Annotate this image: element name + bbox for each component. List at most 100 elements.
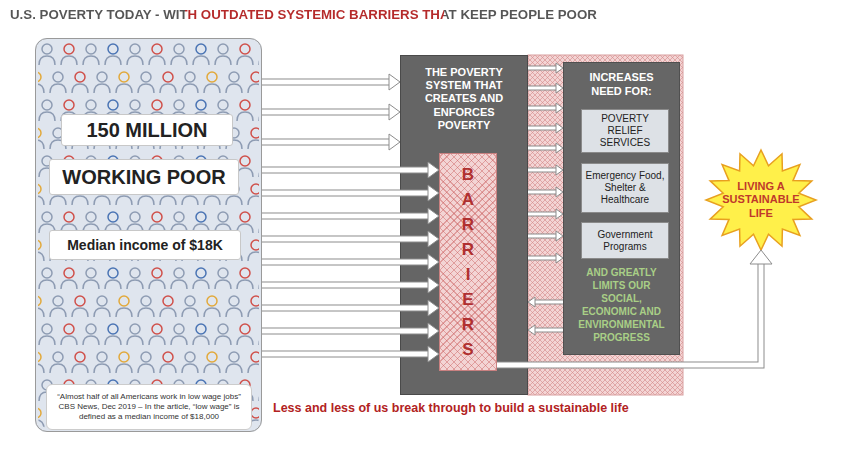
flow-arrow [262, 300, 439, 316]
arrow-outline [262, 139, 389, 146]
arrow-shaft [262, 352, 428, 357]
system-box: THE POVERTY SYSTEM THAT CREATES AND ENFO… [400, 55, 528, 395]
flow-arrow [262, 208, 439, 224]
arrow-outline [262, 167, 428, 174]
need-box: POVERTY RELIEF SERVICES [581, 109, 669, 153]
arrow-shaft [262, 283, 428, 288]
arrow-head [556, 253, 563, 263]
arrow-outline [262, 351, 428, 358]
arrow-head [389, 134, 400, 150]
arrow-outline [262, 282, 428, 289]
arrow-head [556, 83, 563, 93]
flow-arrow [528, 231, 563, 241]
flow-arrow [262, 323, 439, 339]
arrow-head [428, 185, 439, 201]
flow-arrow [528, 297, 563, 307]
flow-arrow [262, 231, 439, 247]
barrier-column: B A R R I E R S [439, 153, 497, 371]
node-text: B A R R I E R S [458, 162, 478, 362]
arrow-head [556, 143, 563, 153]
arrow-shaft [262, 140, 389, 145]
arrow-outline [528, 212, 556, 217]
arrow-shaft [262, 306, 428, 311]
arrow-head [428, 162, 439, 178]
arrow-head [556, 103, 563, 113]
arrow-outline [262, 109, 389, 116]
flow-arrow [528, 63, 563, 73]
arrow-head [750, 250, 772, 264]
arrow-shaft [262, 110, 389, 115]
flow-arrow [497, 250, 772, 365]
arrow-outline [528, 256, 556, 261]
node-text: THE POVERTY SYSTEM THAT CREATES AND ENFO… [414, 66, 514, 132]
panel-fill [35, 38, 262, 432]
arrow-outline [528, 234, 556, 239]
caption-note: Less and less of us break through to bui… [273, 401, 629, 415]
arrow-shaft [528, 257, 556, 260]
arrow-shaft [528, 147, 556, 150]
need-box: Emergency Food, Shelter & Healthcare [581, 163, 669, 213]
needs-box: INCREASES NEED FOR: AND GREATLY LIMITS OU… [563, 62, 680, 355]
node-text: Median income of $18K [67, 237, 223, 253]
flow-arrow [262, 162, 439, 178]
arrow-head [556, 209, 563, 219]
stat-box: 150 MILLION [61, 114, 233, 146]
flow-arrow [528, 123, 563, 133]
arrow-head [389, 74, 400, 90]
flow-arrow [262, 185, 439, 201]
stat-box: Median income of $18K [49, 230, 241, 260]
arrow-head [556, 165, 563, 175]
node-text: AND GREATLY LIMITS OUR SOCIAL, ECONOMIC … [564, 266, 679, 344]
arrow-outline [262, 79, 389, 86]
arrow-head [556, 123, 563, 133]
arrow-shaft [262, 329, 428, 334]
starburst-shape [706, 150, 816, 250]
arrow-head [528, 297, 535, 307]
flow-arrow [528, 325, 563, 335]
arrow-outline [497, 264, 761, 365]
node-text: “Almost half of all Americans work in lo… [51, 392, 247, 422]
arrow-head [428, 254, 439, 270]
node-text: POVERTY RELIEF SERVICES [584, 113, 666, 149]
arrow-outline [262, 259, 428, 266]
arrow-head [428, 277, 439, 293]
arrow-head [528, 325, 535, 335]
arrow-head [556, 63, 563, 73]
arrow-shaft [262, 214, 428, 219]
arrow-head [428, 346, 439, 362]
arrow-head [428, 231, 439, 247]
arrow-outline [535, 328, 563, 333]
node-text: Emergency Food, Shelter & Healthcare [584, 170, 666, 206]
node-text: INCREASES NEED FOR: [564, 71, 679, 99]
flow-arrow [528, 143, 563, 153]
flow-arrow [528, 253, 563, 263]
arrow-shaft [528, 169, 556, 172]
arrow-head [428, 208, 439, 224]
arrow-shaft [528, 127, 556, 130]
arrow-shaft [262, 237, 428, 242]
flow-arrow [528, 187, 563, 197]
flow-arrow [528, 103, 563, 113]
node-text: LIVING A SUSTAINABLE LIFE [720, 180, 802, 220]
arrow-shaft [262, 80, 389, 85]
arrow-outline [262, 328, 428, 335]
flow-arrow [262, 346, 439, 362]
stat-box: WORKING POOR [49, 159, 239, 195]
arrow-outline [528, 106, 556, 111]
arrow-outline [262, 190, 428, 197]
arrow-outline [262, 236, 428, 243]
diagram-title: U.S. POVERTY TODAY - WITH OUTDATED SYSTE… [10, 7, 597, 22]
flow-arrow [262, 74, 400, 90]
flow-arrow [262, 134, 400, 150]
arrow-shaft [535, 329, 563, 332]
arrow-outline [528, 146, 556, 151]
flow-arrow [262, 277, 439, 293]
arrow-shaft [528, 191, 556, 194]
arrow-outline [535, 300, 563, 305]
goal-starburst: LIVING A SUSTAINABLE LIFE [705, 150, 817, 250]
people-crowd [38, 42, 259, 428]
arrow-shaft [528, 87, 556, 90]
arrow-outline [528, 86, 556, 91]
arrow-head [556, 231, 563, 241]
